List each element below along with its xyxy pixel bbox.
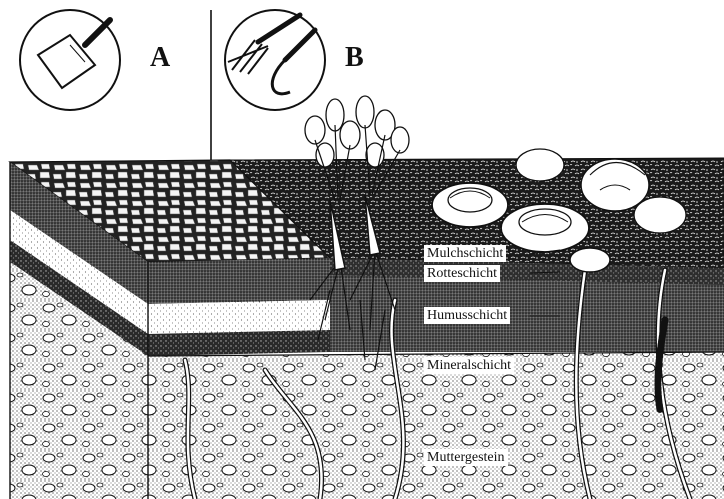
layer-label-mutter: Muttergestein: [424, 449, 508, 466]
layer-label-mulch: Mulchschicht: [424, 245, 506, 262]
left-front-dark: [148, 330, 330, 356]
fork-icon: [225, 10, 325, 110]
layer-label-humus: Humusschicht: [424, 307, 510, 324]
layer-label-mineral: Mineralschicht: [424, 357, 514, 374]
mineral-layer-front: [148, 352, 724, 499]
left-front-mulch: [148, 258, 330, 304]
left-front-light: [148, 300, 330, 334]
layer-label-rotte: Rotteschicht: [424, 265, 500, 282]
panel-label-a: A: [150, 44, 170, 72]
spade-icon: [20, 10, 120, 110]
panel-label-b: B: [345, 44, 364, 72]
